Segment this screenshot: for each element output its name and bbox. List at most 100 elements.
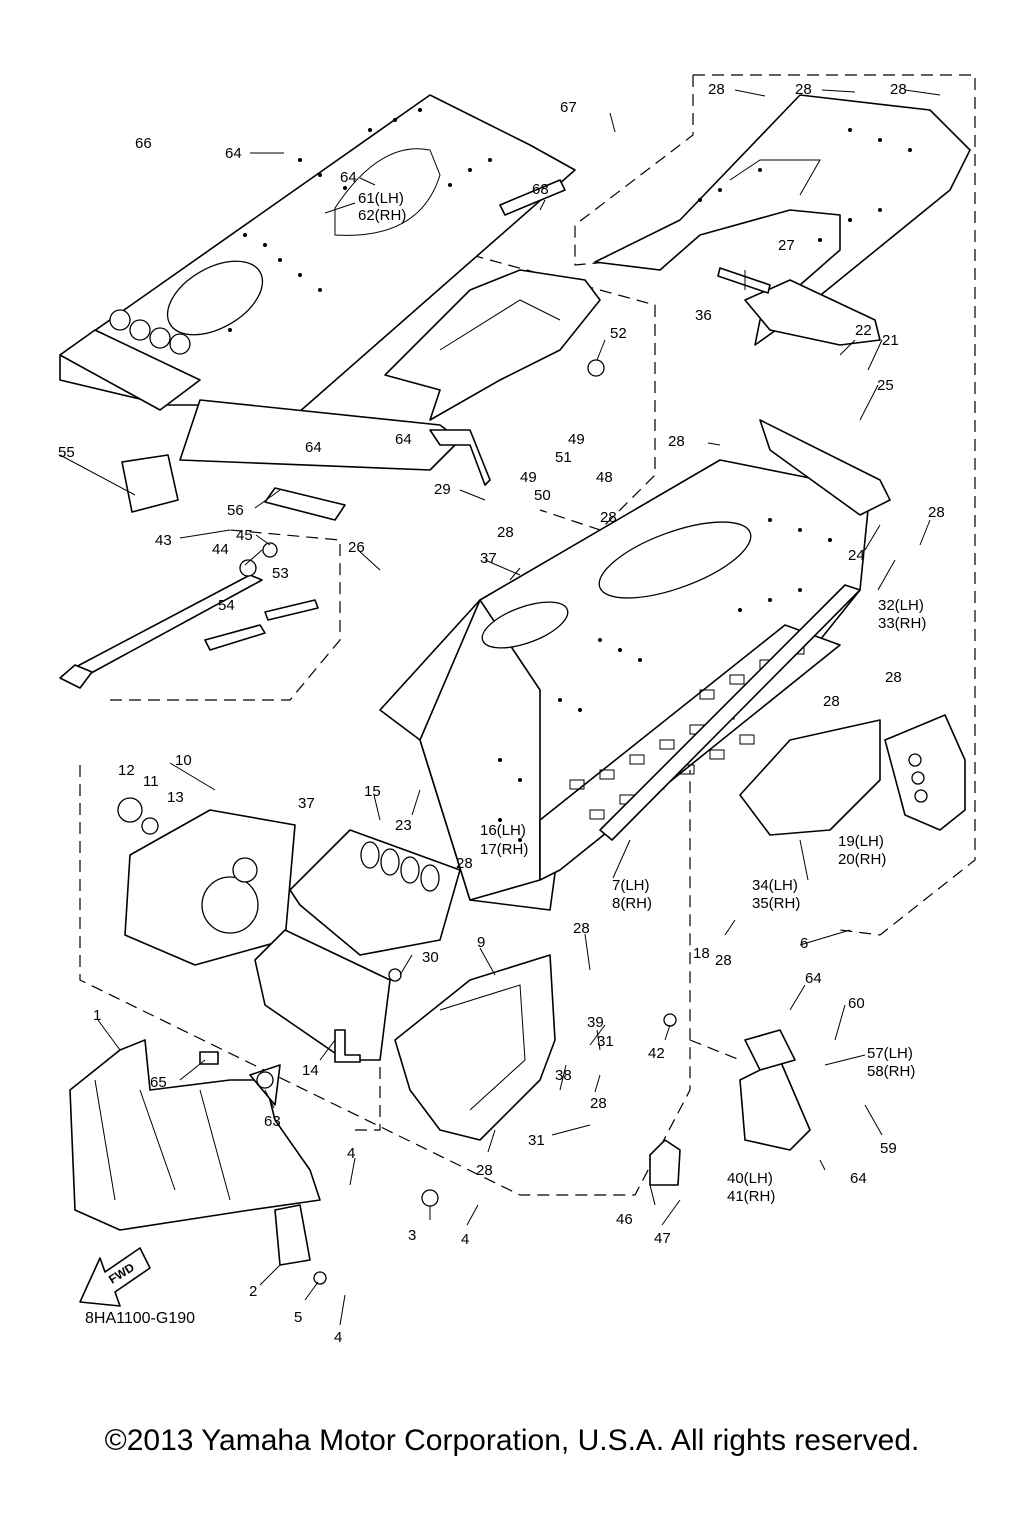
callout-label: 48 bbox=[596, 469, 613, 486]
callout-label: 11 bbox=[143, 773, 159, 790]
callout-label: 1 bbox=[93, 1007, 101, 1024]
callout-label: 24 bbox=[848, 547, 865, 564]
callout-label: 12 bbox=[118, 762, 135, 779]
callout-label: 31 bbox=[528, 1132, 545, 1149]
fwd-arrow-icon: FWD bbox=[79, 1247, 151, 1307]
callout-label: 65 bbox=[150, 1074, 167, 1091]
callout-label: 41(RH) bbox=[727, 1188, 775, 1205]
callout-label: 4 bbox=[334, 1329, 342, 1346]
callout-label: 5 bbox=[294, 1309, 302, 1326]
callout-label: 6 bbox=[800, 935, 808, 952]
callout-label: 17(RH) bbox=[480, 841, 528, 858]
callout-label: 47 bbox=[654, 1230, 671, 1247]
callout-label: 28 bbox=[456, 855, 473, 872]
callout-label: 64 bbox=[225, 145, 242, 162]
callout-label: 33(RH) bbox=[878, 615, 926, 632]
callout-label: 39 bbox=[587, 1014, 604, 1031]
callout-label: 29 bbox=[434, 481, 451, 498]
callout-label: 49 bbox=[520, 469, 537, 486]
callout-label: 28 bbox=[668, 433, 685, 450]
running-board-plates bbox=[739, 714, 966, 836]
callout-label: 26 bbox=[348, 539, 365, 556]
callout-label: 23 bbox=[395, 817, 412, 834]
callout-label: 50 bbox=[534, 487, 551, 504]
callout-label: 28 bbox=[497, 524, 514, 541]
callout-label: 31 bbox=[597, 1033, 614, 1050]
callout-label: 43 bbox=[155, 532, 172, 549]
callout-label: 37 bbox=[480, 550, 497, 567]
callout-label: 53 bbox=[272, 565, 289, 582]
callout-label: 8(RH) bbox=[612, 895, 652, 912]
callout-label: 36 bbox=[695, 307, 712, 324]
callout-label: 66 bbox=[135, 135, 152, 152]
main-tunnel bbox=[379, 419, 891, 911]
callout-label: 28 bbox=[890, 81, 907, 98]
callout-label: 42 bbox=[648, 1045, 665, 1062]
seat-cover-panel bbox=[59, 94, 576, 471]
callout-label: 35(RH) bbox=[752, 895, 800, 912]
callout-label: 7(LH) bbox=[612, 877, 650, 894]
tunnel-group-outline bbox=[79, 765, 691, 1196]
callout-label: 28 bbox=[600, 509, 617, 526]
callout-label: 25 bbox=[877, 377, 894, 394]
rear-frame-group-outline bbox=[693, 74, 976, 936]
callout-label: 20(RH) bbox=[838, 851, 886, 868]
callout-label: 68 bbox=[532, 181, 549, 198]
callout-label: 52 bbox=[610, 325, 627, 342]
callout-label: 60 bbox=[848, 995, 865, 1012]
callout-label: 55 bbox=[58, 444, 75, 461]
callout-label: 21 bbox=[882, 332, 899, 349]
callout-label: 64 bbox=[340, 169, 357, 186]
callout-label: 16(LH) bbox=[480, 822, 526, 839]
callout-label: 64 bbox=[305, 439, 322, 456]
seat-base bbox=[384, 179, 605, 486]
rear-frame bbox=[594, 94, 971, 346]
front-panels bbox=[117, 797, 461, 966]
leader-lines bbox=[59, 89, 941, 1326]
callout-label: 28 bbox=[476, 1162, 493, 1179]
callout-label: 49 bbox=[568, 431, 585, 448]
callout-label: 34(LH) bbox=[752, 877, 798, 894]
callout-label: 44 bbox=[212, 541, 229, 558]
callout-label: 28 bbox=[715, 952, 732, 969]
callout-label: 37 bbox=[298, 795, 315, 812]
side-rail bbox=[599, 584, 861, 841]
callout-label: 19(LH) bbox=[838, 833, 884, 850]
callout-label: 54 bbox=[218, 597, 235, 614]
callout-label: 28 bbox=[590, 1095, 607, 1112]
callout-label: 58(RH) bbox=[867, 1063, 915, 1080]
callout-label: 30 bbox=[422, 949, 439, 966]
callout-label: 13 bbox=[167, 789, 184, 806]
callout-label: 62(RH) bbox=[358, 207, 406, 224]
callout-label: 45 bbox=[236, 527, 253, 544]
callout-label: 64 bbox=[805, 970, 822, 987]
callout-label: 18 bbox=[693, 945, 710, 962]
callout-label: 63 bbox=[264, 1113, 281, 1130]
callout-label: 57(LH) bbox=[867, 1045, 913, 1062]
left-rail-outline bbox=[110, 529, 341, 701]
callout-label: 14 bbox=[302, 1062, 319, 1079]
footrest-assembly bbox=[649, 1029, 811, 1186]
callout-label: 28 bbox=[573, 920, 590, 937]
callout-label: 27 bbox=[778, 237, 795, 254]
callout-label: 4 bbox=[347, 1145, 355, 1162]
callout-label: 2 bbox=[249, 1283, 257, 1300]
heat-exchanger bbox=[254, 929, 391, 1061]
callout-label: 28 bbox=[928, 504, 945, 521]
callout-label: 28 bbox=[823, 693, 840, 710]
diagram-code: 8HA1100-G190 bbox=[85, 1310, 195, 1327]
callout-label: 59 bbox=[880, 1140, 897, 1157]
callout-label: 38 bbox=[555, 1067, 572, 1084]
callout-label: 3 bbox=[408, 1227, 416, 1244]
callout-label: 40(LH) bbox=[727, 1170, 773, 1187]
front-frame bbox=[69, 1039, 321, 1266]
callout-label: 51 bbox=[555, 449, 572, 466]
copyright-notice: ©2013 Yamaha Motor Corporation, U.S.A. A… bbox=[105, 1424, 920, 1457]
callout-label: 32(LH) bbox=[878, 597, 924, 614]
callout-label: 61(LH) bbox=[358, 190, 404, 207]
callout-label: 56 bbox=[227, 502, 244, 519]
callout-label: 28 bbox=[885, 669, 902, 686]
callout-labels: 28 28 28 67 66 64 64 61(LH) 62(RH) 68 27… bbox=[58, 81, 945, 1346]
callout-label: 64 bbox=[850, 1170, 867, 1187]
